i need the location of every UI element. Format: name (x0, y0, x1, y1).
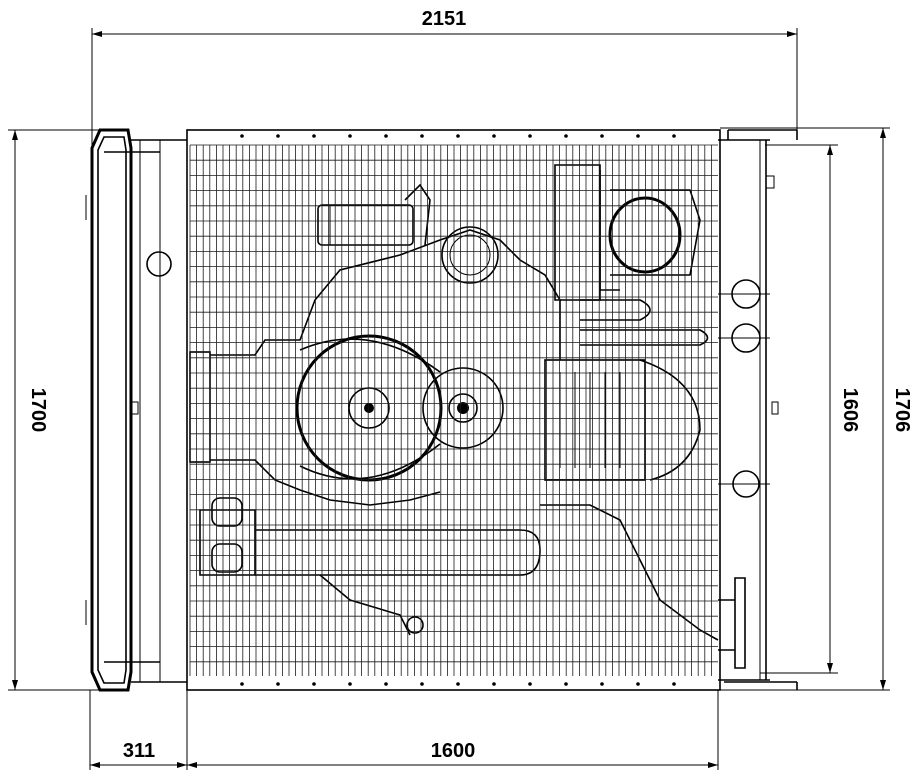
core-bolt (564, 134, 568, 138)
core-bolt (528, 134, 532, 138)
core-bolt-row (240, 134, 676, 686)
right-pipe-stubs (718, 279, 770, 498)
core-bolt (384, 682, 388, 686)
core-bolt (672, 682, 676, 686)
core-bolt (276, 134, 280, 138)
core-bolt (384, 134, 388, 138)
inner-height-dimension (760, 144, 838, 674)
core-bolt (276, 682, 280, 686)
overall-width-label: 2151 (422, 8, 467, 30)
core-bolt (312, 682, 316, 686)
core-bolt (564, 682, 568, 686)
core-bolt (348, 682, 352, 686)
right-height-dimension (720, 127, 890, 691)
right-exhaust-pipe (718, 577, 746, 669)
core-bolt (492, 134, 496, 138)
core-bolt (240, 682, 244, 686)
core-width-label: 1600 (431, 740, 476, 762)
core-bolt (528, 682, 532, 686)
bottom-dimension (89, 690, 719, 770)
left-inlet-pipe (146, 251, 172, 277)
radiator-core-frame (186, 129, 721, 691)
core-bolt (312, 134, 316, 138)
core-bolt (600, 134, 604, 138)
core-bolt (456, 682, 460, 686)
core-bolt (348, 134, 352, 138)
left-height-dimension (8, 129, 100, 691)
core-bolt (672, 134, 676, 138)
core-bolt (420, 134, 424, 138)
core-bolt (240, 134, 244, 138)
left-height-label: 1700 (27, 388, 49, 433)
fan-pulley (422, 367, 504, 449)
inner-height-label: 1606 (839, 388, 861, 433)
left-offset-label: 311 (123, 740, 155, 762)
right-frame (718, 129, 798, 690)
core-bolt (636, 134, 640, 138)
core-bolt (600, 682, 604, 686)
top-dimension (91, 28, 798, 150)
core-bolt (420, 682, 424, 686)
right-height-label: 1706 (891, 388, 913, 433)
radiator-core-grid (189, 144, 718, 676)
core-bolt (456, 134, 460, 138)
core-bolt (636, 682, 640, 686)
core-bolt (492, 682, 496, 686)
left-frame (85, 128, 187, 692)
